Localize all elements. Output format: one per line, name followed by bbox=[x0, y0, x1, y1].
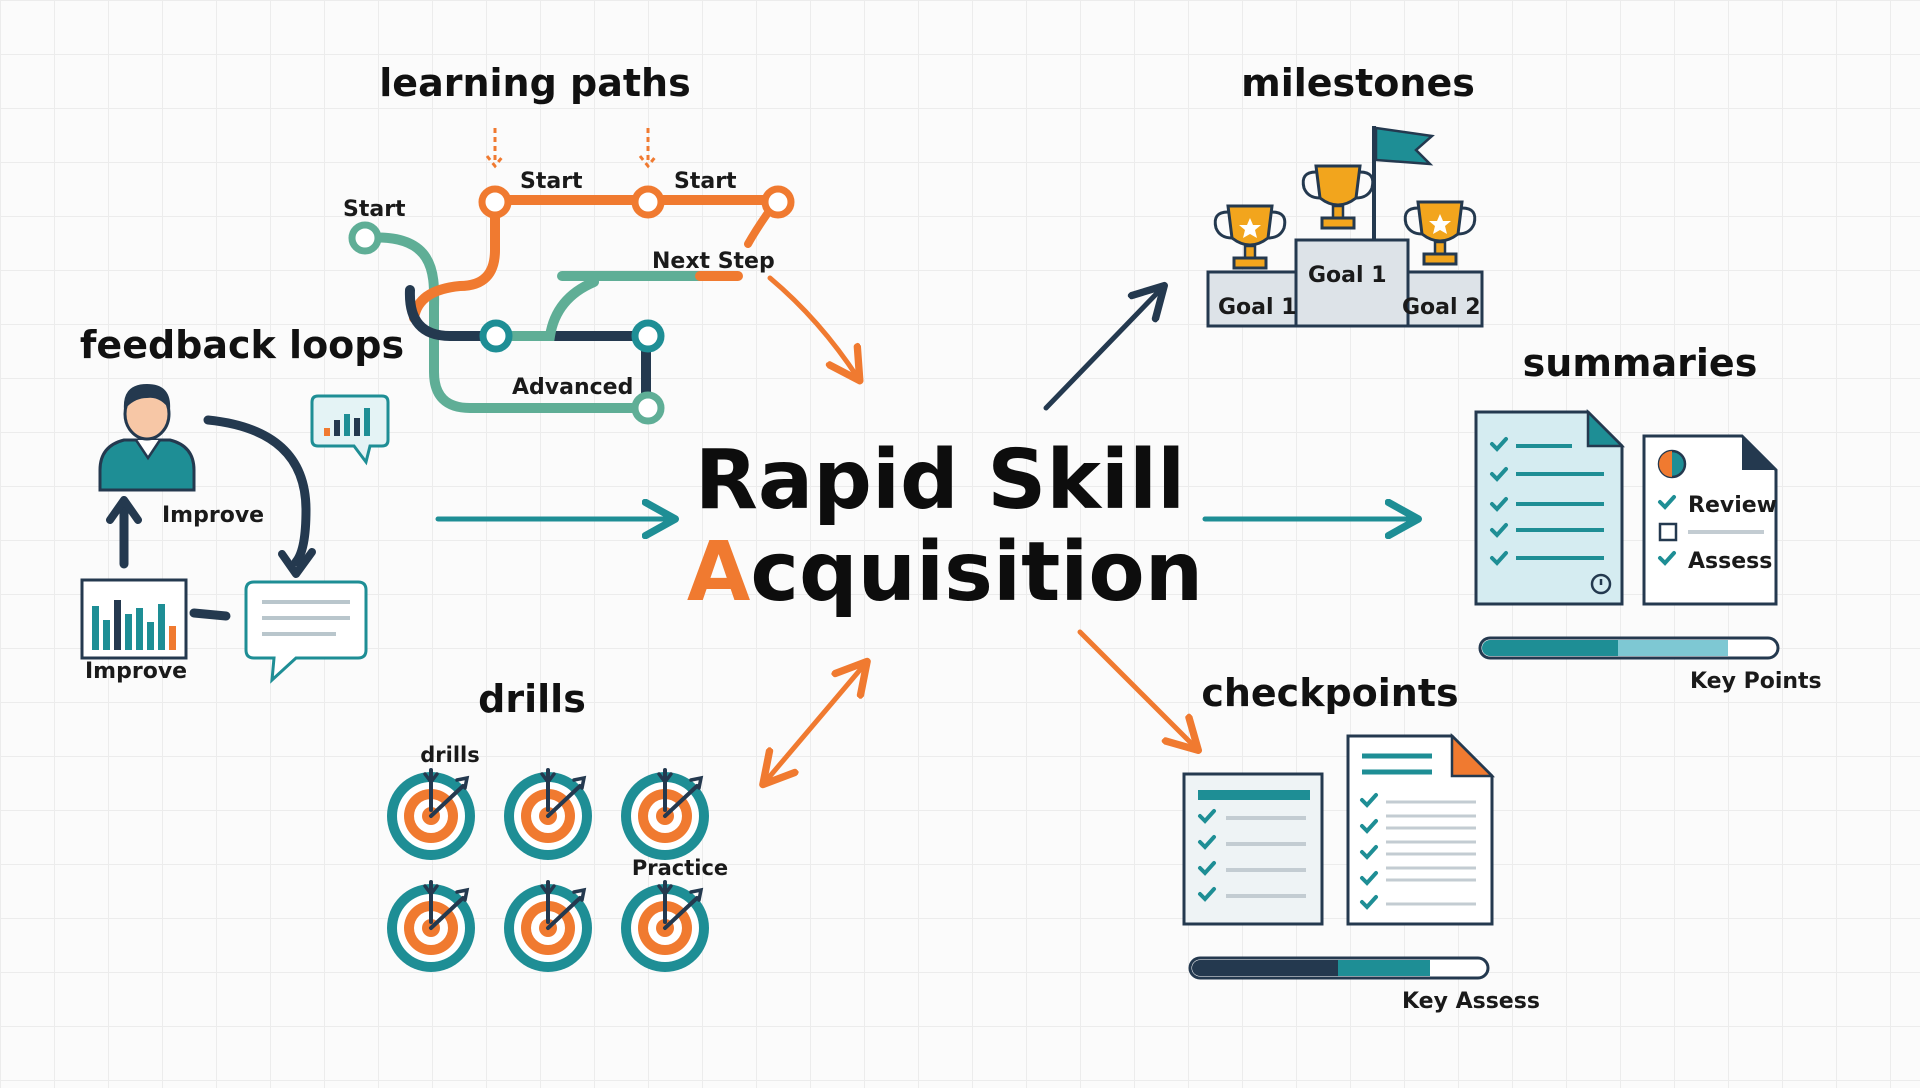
learning-paths-heading: learning paths bbox=[379, 61, 690, 105]
trophy-icon bbox=[1403, 200, 1477, 266]
title-line-2: Acquisition bbox=[687, 525, 1203, 620]
route-mint-connector bbox=[491, 277, 599, 341]
trophy-icon bbox=[1301, 164, 1375, 230]
milestones-heading: milestones bbox=[1241, 61, 1475, 105]
drop-arrow-1 bbox=[485, 128, 505, 169]
summaries-heading: summaries bbox=[1523, 341, 1758, 385]
person-icon bbox=[98, 384, 196, 492]
route-navy bbox=[404, 285, 651, 341]
arrow-drills-title bbox=[765, 664, 865, 782]
flag-icon bbox=[1372, 126, 1435, 240]
podium-center bbox=[1294, 238, 1410, 328]
route-orange-branch bbox=[409, 195, 500, 323]
label-key-points: Key Points bbox=[1690, 669, 1822, 694]
label-review: Review bbox=[1688, 493, 1777, 518]
summaries-section: summaries Review Assess bbox=[1474, 341, 1822, 694]
pie-icon bbox=[1657, 449, 1687, 479]
arrow-paths-to-title bbox=[767, 275, 858, 378]
label-goal-1-center: Goal 1 bbox=[1308, 263, 1387, 288]
target-icon bbox=[385, 880, 477, 974]
document-icon bbox=[1346, 732, 1496, 926]
label-start-2: Start bbox=[674, 169, 737, 194]
label-advanced: Advanced bbox=[512, 375, 633, 400]
label-goal-1-left: Goal 1 bbox=[1218, 295, 1297, 320]
station-mid-2 bbox=[631, 319, 665, 353]
feedback-loops-heading: feedback loops bbox=[80, 323, 404, 367]
connector-arrows bbox=[435, 275, 1415, 782]
document-icon: Review Assess bbox=[1642, 434, 1778, 606]
label-next-step: Next Step bbox=[652, 249, 775, 274]
target-icon bbox=[619, 768, 711, 862]
progress-bar-checkpoints bbox=[1188, 956, 1490, 980]
loop-arrow-down bbox=[203, 415, 311, 567]
feedback-loops-section: feedback loops Improve bbox=[80, 323, 404, 684]
arrow-title-to-checkpoints bbox=[1077, 629, 1196, 748]
chart-bubble-icon bbox=[310, 394, 390, 466]
learning-paths-section: learning paths Start Start Start Next St… bbox=[343, 61, 795, 425]
title-line-1: Rapid Skill bbox=[695, 433, 1185, 528]
checklist-icon bbox=[1474, 408, 1626, 606]
station-start-mint bbox=[348, 221, 382, 255]
label-key-assess: Key Assess bbox=[1402, 989, 1540, 1014]
label-assess: Assess bbox=[1688, 549, 1772, 574]
checklist-icon bbox=[1182, 772, 1324, 926]
checkpoints-heading: checkpoints bbox=[1201, 671, 1458, 715]
station-start-2 bbox=[631, 185, 665, 219]
progress-bar-summaries bbox=[1478, 636, 1780, 660]
label-goal-2: Goal 2 bbox=[1402, 295, 1481, 320]
station-end bbox=[761, 185, 795, 219]
station-start-1 bbox=[478, 185, 512, 219]
route-mint bbox=[360, 232, 651, 413]
target-icon bbox=[502, 768, 594, 862]
label-practice: Practice bbox=[632, 856, 728, 880]
target-icon bbox=[502, 880, 594, 974]
drop-arrow-2 bbox=[638, 128, 658, 169]
label-start-1: Start bbox=[520, 169, 583, 194]
milestones-section: milestones Goal 1 Goal 1 Goal 2 bbox=[1206, 61, 1484, 328]
target-icon bbox=[619, 880, 711, 974]
checkpoints-section: checkpoints Key Assess bbox=[1182, 671, 1540, 1014]
station-mid-1 bbox=[479, 319, 513, 353]
label-improve-1: Improve bbox=[162, 503, 264, 528]
drills-heading: drills bbox=[478, 677, 586, 721]
label-drills: drills bbox=[420, 743, 479, 767]
main-title: Rapid Skill Acquisition bbox=[687, 433, 1203, 620]
label-start-mint: Start bbox=[343, 197, 406, 222]
arrow-title-to-milestones bbox=[1043, 288, 1162, 411]
station-advanced bbox=[631, 391, 665, 425]
target-icon bbox=[385, 768, 477, 862]
chat-bubble-icon bbox=[244, 580, 368, 684]
bar-chart-icon bbox=[80, 578, 188, 660]
label-improve-2: Improve bbox=[85, 659, 187, 684]
trophy-icon bbox=[1213, 204, 1287, 270]
drills-section: drills drills Practice bbox=[385, 677, 728, 974]
loop-connector bbox=[189, 608, 231, 621]
